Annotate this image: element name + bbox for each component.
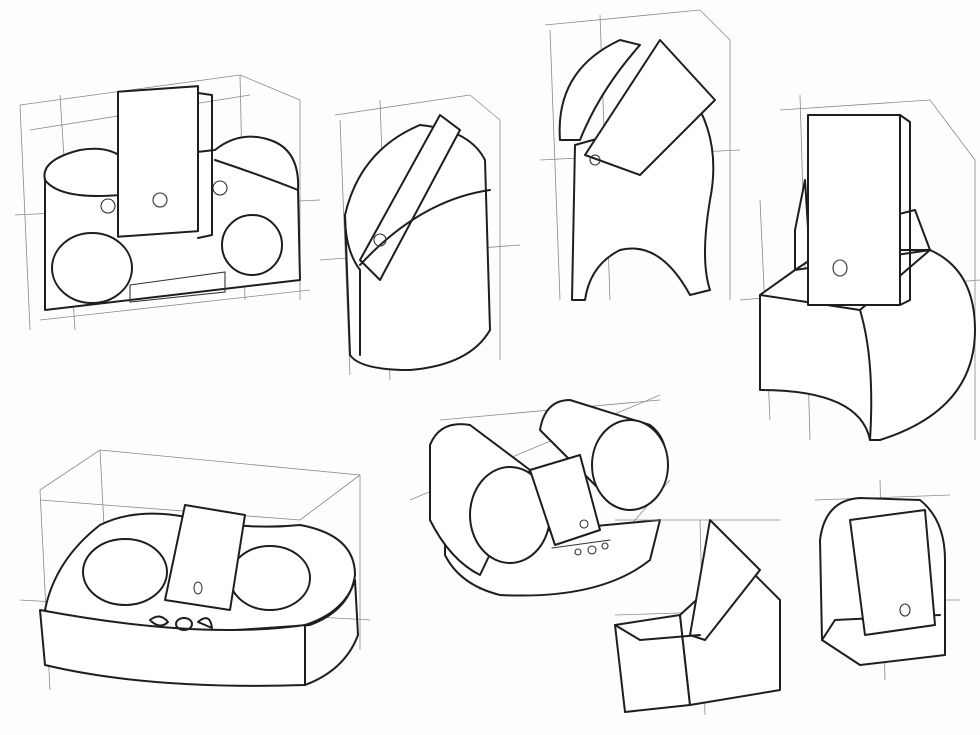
- boombox-dock-sketch: [14, 74, 321, 331]
- wedge-stand-sketch: [614, 519, 781, 716]
- oval-speaker-dock-sketch: [19, 449, 371, 691]
- barrel-dock-sketch: [739, 94, 980, 441]
- phone-shape: [807, 114, 901, 306]
- saddle-dock-sketch: [539, 9, 741, 301]
- curved-wedge-dock-sketch: [319, 94, 521, 381]
- compact-stand-sketch: [814, 479, 960, 681]
- phone-shape: [117, 85, 199, 238]
- twin-cylinder-dock-sketch: [409, 394, 671, 597]
